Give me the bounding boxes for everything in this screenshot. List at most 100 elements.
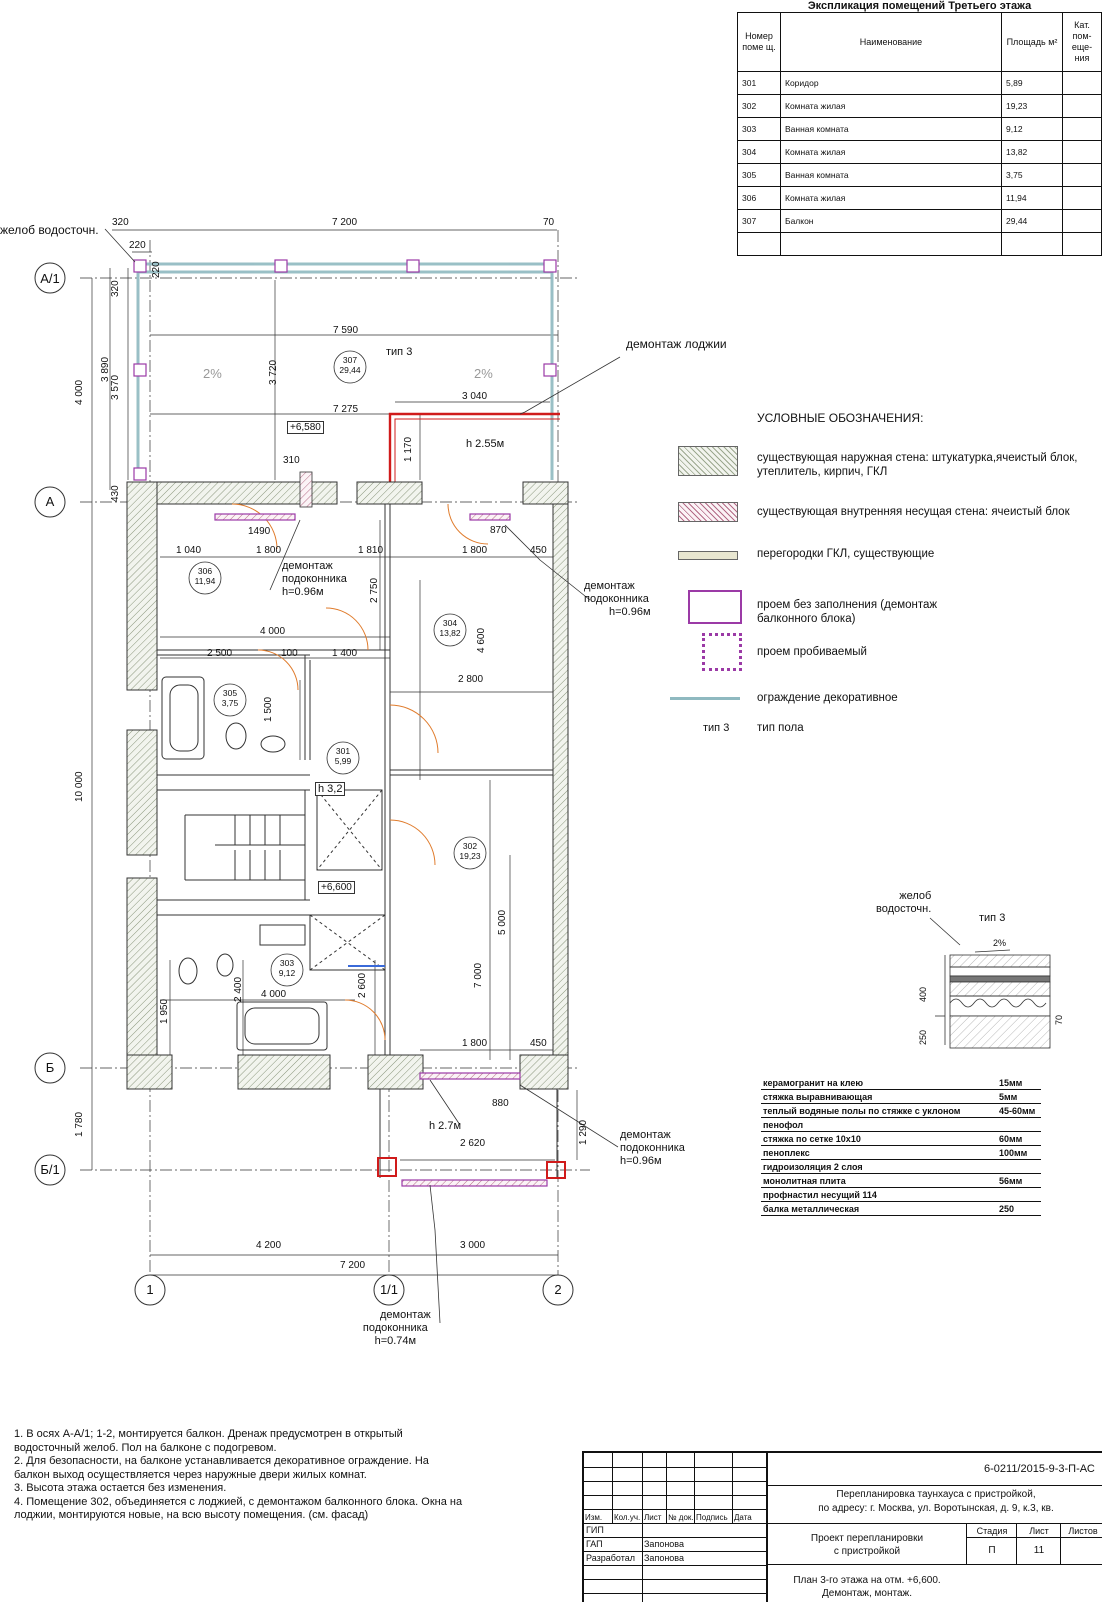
- legend-swatch-new-opening: [702, 633, 742, 671]
- spec-layer-value: 250: [997, 1201, 1041, 1216]
- level-mark-6580: +6,580: [287, 421, 324, 434]
- spec-layer-name: пенофол: [761, 1117, 997, 1132]
- dim-450-b: 450: [530, 1038, 547, 1049]
- legend-floor-text: тип пола: [757, 722, 804, 734]
- tb-role-dev: Разработал: [586, 1553, 635, 1563]
- tb-h-doc: № док.: [668, 1513, 694, 1522]
- dim-4200: 4 200: [256, 1240, 282, 1251]
- room-area-cell: 19,23: [1001, 94, 1063, 118]
- col-header-name: Наименование: [780, 12, 1002, 72]
- room-category-cell: [1062, 232, 1102, 256]
- dim-2500: 2 500: [207, 648, 233, 659]
- section-type-label: тип 3: [979, 912, 1006, 924]
- note-4: 4. Помещение 302, объединяется с лоджией…: [14, 1495, 463, 1522]
- dim-v5000: 5 000: [497, 909, 508, 935]
- sill-height: h=0.96м: [282, 586, 324, 598]
- spec-layer-value: [997, 1117, 1041, 1132]
- room-category-cell: [1062, 186, 1102, 210]
- explication-title: Экспликация помещений Третьего этажа: [807, 0, 1032, 12]
- legend-swatch-inner-wall: [678, 502, 738, 522]
- dim-v3570: 3 570: [110, 374, 121, 400]
- legend-outer-wall: существующая наружная стена: штукатурка,…: [757, 452, 1078, 478]
- title-block: Изм. Кол.уч. Лист № док. Подпись Дата ГИ…: [582, 1451, 1102, 1602]
- sill-height: h=0.96м: [609, 606, 651, 618]
- height-3-2: h 3,2: [315, 782, 346, 796]
- spec-layer-name: пеноплекс: [761, 1145, 997, 1160]
- dim-7590: 7 590: [333, 325, 359, 336]
- sill-height: h=0.74м: [374, 1335, 417, 1347]
- spec-layer-value: 45-60мм: [997, 1103, 1041, 1118]
- dim-2800: 2 800: [458, 674, 484, 685]
- axis-a1-label: А/1: [40, 271, 60, 286]
- tb-stage-header: Стадия: [976, 1526, 1008, 1536]
- tb-h-list: Лист: [644, 1513, 662, 1522]
- room-area: 5,99: [334, 756, 352, 766]
- room-area-cell: 5,89: [1001, 71, 1063, 95]
- tb-h-izm: Изм.: [585, 1513, 603, 1522]
- dim-v2600: 2 600: [357, 972, 368, 998]
- dim-v430: 430: [110, 485, 121, 502]
- legend-title: УСЛОВНЫЕ ОБОЗНАЧЕНИЯ:: [757, 411, 924, 425]
- dim-100: 100: [281, 648, 298, 659]
- tb-name-dev: Запонова: [644, 1553, 684, 1563]
- tb-doc-title-a: Проект перепланировки: [810, 1533, 924, 1544]
- dim-3040: 3 040: [462, 391, 488, 402]
- room-number: 306: [197, 566, 213, 576]
- room-name-cell: Комната жилая: [780, 94, 1002, 118]
- spec-layer-value: 56мм: [997, 1173, 1041, 1188]
- legend-inner-wall: существующая внутренняя несущая стена: я…: [757, 506, 1070, 518]
- dim-v320: 320: [110, 280, 121, 297]
- dim-v2750: 2 750: [369, 577, 380, 603]
- tb-sheet-header: Лист: [1029, 1526, 1049, 1536]
- col-header-number: Номер поме щ.: [737, 12, 781, 72]
- dim-320: 320: [112, 217, 129, 228]
- dim-7200: 7 200: [332, 217, 358, 228]
- room-number-cell: 304: [737, 140, 781, 164]
- section-dim-400: 400: [918, 986, 928, 1002]
- sill-height: h=0.96м: [620, 1155, 662, 1167]
- gutter-text: желоб: [899, 890, 932, 902]
- spec-layer-value: 15мм: [997, 1076, 1041, 1090]
- dim-v1950: 1 950: [159, 998, 170, 1024]
- spec-row: гидроизоляция 2 слоя: [761, 1159, 1041, 1174]
- room-area: 13,82: [439, 628, 461, 638]
- sill-text: подоконника: [584, 593, 649, 605]
- dim-2620: 2 620: [460, 1138, 486, 1149]
- gutter-text: водосточн.: [876, 903, 932, 915]
- tb-role-gip: ГИП: [586, 1525, 604, 1535]
- legend-swatch-railing: [670, 697, 740, 700]
- slope-label-right: 2%: [474, 366, 493, 381]
- legend-new-opening: проем пробиваемый: [757, 646, 867, 658]
- col-header-category: Кат. пом- еще- ния: [1062, 12, 1102, 72]
- dim-1800-b: 1 800: [462, 545, 488, 556]
- slope-label-left: 2%: [203, 366, 222, 381]
- legend-swatch-opening: [688, 590, 742, 624]
- tb-address: по адресу: г. Москва, ул. Воротынская, д…: [818, 1503, 1054, 1514]
- sill-text: подоконника: [620, 1142, 685, 1154]
- room-number: 307: [342, 355, 358, 365]
- legend-railing: ограждение декоративное: [757, 692, 898, 704]
- col-header-area: Площадь м²: [1001, 12, 1063, 72]
- room-area: 3,75: [221, 698, 239, 708]
- room-number-cell: [737, 232, 781, 256]
- dim-4000-b: 4 000: [261, 989, 287, 1000]
- room-number-cell: 306: [737, 186, 781, 210]
- general-notes: 1. В осях А-А/1; 1-2, монтируется балкон…: [14, 1428, 464, 1523]
- dim-1810: 1 810: [358, 545, 384, 556]
- room-number: 303: [279, 958, 295, 968]
